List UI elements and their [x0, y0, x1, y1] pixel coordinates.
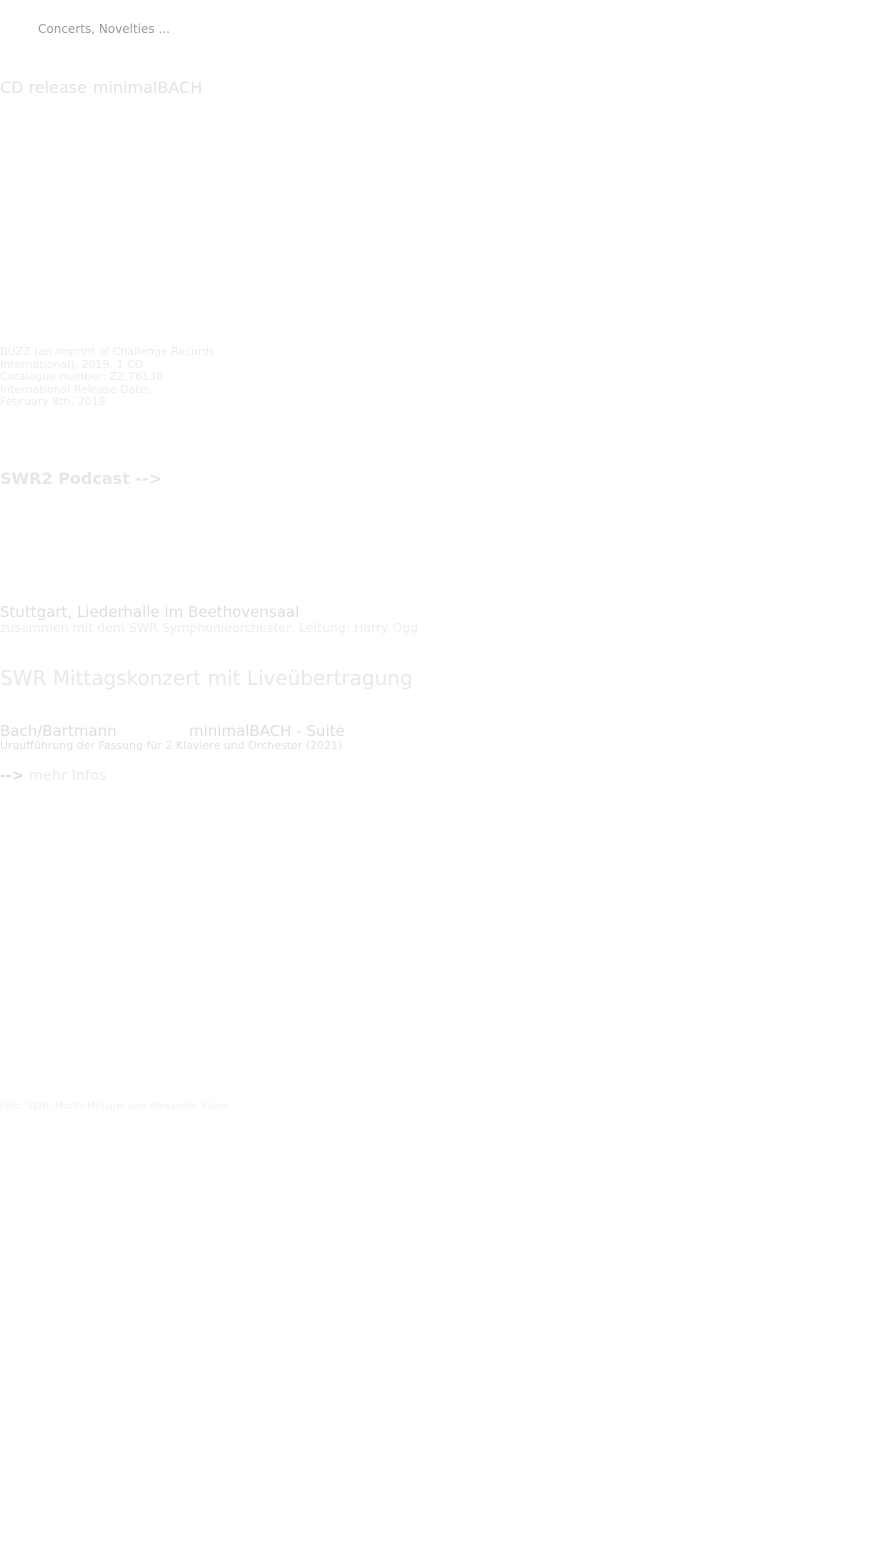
release-detail-line: February 8th, 2019	[0, 395, 106, 408]
release-details: BUZZ (an imprint of Challenge Records In…	[0, 345, 215, 409]
concert-ensemble: zusammen mit dem SWR Symphonieorchester,…	[0, 620, 419, 635]
cd-release-heading: CD release minimalBACH	[0, 78, 202, 97]
work-title: minimalBACH - Suite	[189, 722, 345, 740]
release-detail-line: Catalogue number: ZZ 76130	[0, 370, 163, 383]
more-info: --> mehr Infos	[0, 768, 107, 784]
nav-menu-label[interactable]: Concerts, Novelties ...	[38, 22, 170, 36]
more-info-arrow: -->	[0, 768, 25, 784]
cd-release-prefix: CD release	[0, 78, 87, 97]
work-note: Uraufführung der Fassung für 2 Klaviere …	[0, 739, 343, 752]
release-detail-line: International Release Date:	[0, 382, 151, 396]
release-detail-line: BUZZ (an imprint of Challenge Records	[0, 345, 215, 358]
release-detail-line: International), 2019, 1 CD	[0, 357, 144, 371]
work-heading: Bach/Bartmann minimalBACH - Suite	[0, 722, 345, 740]
cd-title: minimalBACH	[92, 78, 203, 97]
podcast-link[interactable]: SWR2 Podcast -->	[0, 469, 163, 488]
concert-title: SWR Mittagskonzert mit Liveübertragung	[0, 666, 413, 690]
photo-credit: Foto: SWR, Moritz Metzger und Alexander …	[0, 1101, 228, 1112]
work-composer: Bach/Bartmann	[0, 722, 117, 740]
concert-venue: Stuttgart, Liederhalle im Beethovensaal	[0, 603, 300, 621]
more-info-link[interactable]: mehr Infos	[28, 768, 107, 784]
